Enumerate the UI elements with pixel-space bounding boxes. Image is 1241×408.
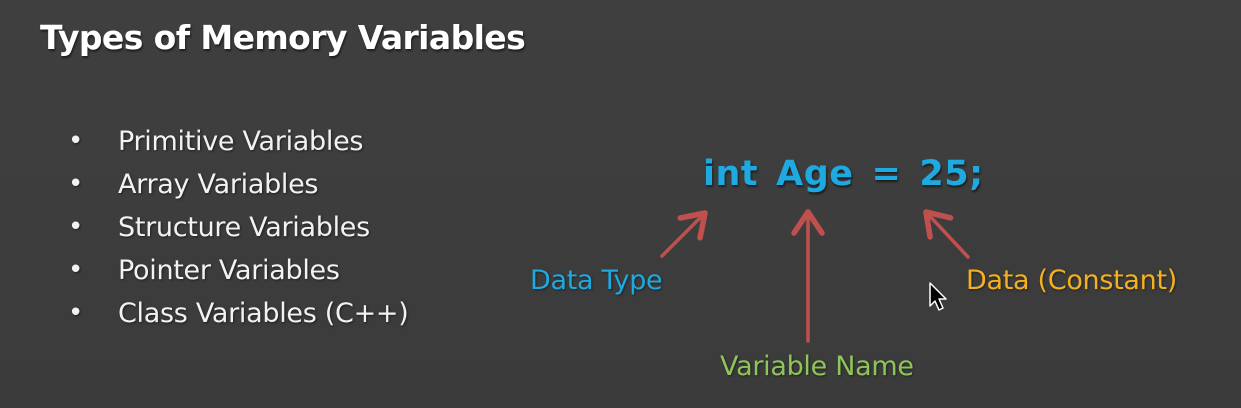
code-operator: =	[871, 154, 902, 194]
bullet-icon: •	[68, 255, 84, 285]
bullet-icon: •	[68, 212, 84, 242]
data-constant-label: Data (Constant)	[966, 265, 1177, 296]
data-type-label: Data Type	[530, 265, 663, 296]
bullet-text: Structure Variables	[118, 212, 370, 243]
mouse-cursor-icon	[929, 282, 947, 311]
list-item: • Class Variables (C++)	[68, 292, 409, 335]
code-type: int	[703, 154, 759, 194]
bullet-icon: •	[68, 298, 84, 328]
slide-title: Types of Memory Variables	[40, 18, 526, 57]
list-item: • Array Variables	[68, 163, 408, 206]
code-value: 25;	[919, 154, 984, 194]
data-constant-arrow	[923, 209, 970, 259]
list-item: • Structure Variables	[68, 206, 408, 249]
list-item: • Primitive Variables	[68, 120, 408, 163]
list-item: • Pointer Variables	[68, 249, 408, 292]
data-type-arrow	[660, 210, 708, 258]
code-variable-name: Age	[776, 154, 854, 194]
variable-types-list: • Primitive Variables • Array Variables …	[68, 120, 409, 335]
variable-name-label: Variable Name	[720, 351, 914, 382]
code-example: int Age = 25;	[703, 154, 984, 194]
bullet-icon: •	[68, 169, 84, 199]
bullet-text: Primitive Variables	[118, 126, 364, 157]
bullet-text: Array Variables	[118, 169, 319, 200]
bullet-text: Class Variables (C++)	[118, 298, 409, 329]
bullet-icon: •	[68, 126, 84, 156]
bullet-text: Pointer Variables	[118, 255, 340, 286]
